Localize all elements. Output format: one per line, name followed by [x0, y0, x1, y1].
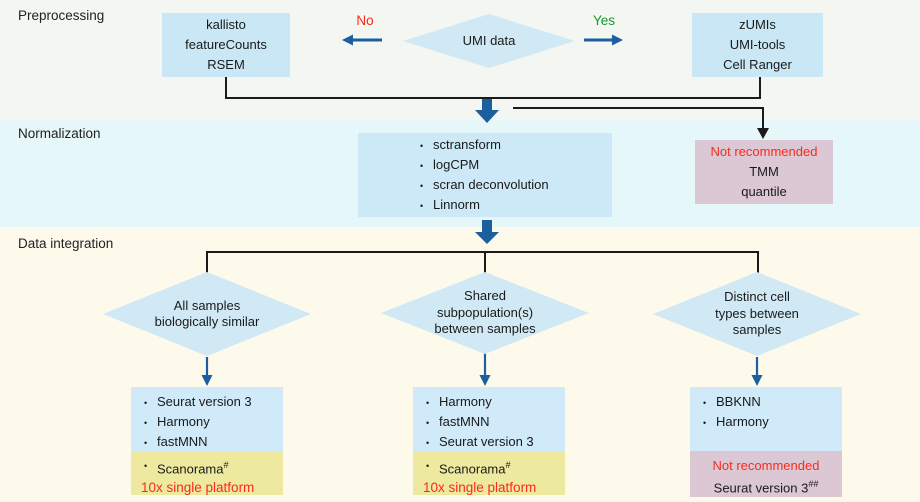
section-label-normalization: Normalization [18, 126, 101, 141]
condition-line: types between [715, 305, 799, 321]
non-umi-tools-box: kallisto featureCounts RSEM [162, 13, 290, 77]
tool-list: Scanorama# [144, 455, 281, 479]
platform-note: 10x single platform [423, 480, 537, 496]
list-item: Seurat version 3 [426, 432, 561, 453]
not-recommended-warning: Not recommended [712, 458, 820, 473]
condition-line: Distinct cell [724, 289, 790, 305]
condition-line: between samples [434, 321, 536, 337]
list-item: Linnorm [420, 195, 612, 216]
list-item: Seurat version 3 [144, 392, 279, 413]
branch2-recommended-tools: Harmony fastMNN Seurat version 3 [413, 387, 565, 453]
branch2-conditional-tools: Scanorama# 10x single platform [413, 451, 565, 495]
tool-name: Cell Ranger [723, 57, 792, 72]
list-item: fastMNN [144, 432, 279, 453]
platform-note: 10x single platform [141, 480, 255, 496]
footnote-marker: # [223, 460, 229, 470]
section-label-preprocessing: Preprocessing [18, 8, 105, 23]
branch1-result-box: Seurat version 3 Harmony fastMNN Scanora… [131, 387, 283, 495]
branch3-result-box: BBKNN Harmony Not recommended Seurat ver… [690, 387, 842, 497]
tool-list: Seurat version 3 Harmony fastMNN [144, 392, 279, 453]
tool-list: Harmony fastMNN Seurat version 3 [426, 392, 561, 453]
condition-line: All samples [173, 297, 241, 313]
branch3-recommended-tools: BBKNN Harmony [690, 387, 842, 451]
list-item: Scanorama# [144, 455, 281, 479]
not-recommended-warning: Not recommended [710, 144, 818, 159]
list-item: Harmony [144, 412, 279, 433]
tool-name: Scanorama [157, 461, 224, 477]
branch1-recommended-tools: Seurat version 3 Harmony fastMNN [131, 387, 283, 453]
branch2-result-box: Harmony fastMNN Seurat version 3 Scanora… [413, 387, 565, 495]
list-item: Harmony [703, 412, 838, 433]
normalization-methods-box: sctransform logCPM scran deconvolution L… [358, 133, 612, 217]
footnote-marker: ## [808, 479, 819, 489]
branch1-conditional-tools: Scanorama# 10x single platform [131, 451, 283, 495]
footnote-marker: # [505, 460, 511, 470]
normalization-not-recommended-box: Not recommended TMM quantile [695, 140, 833, 204]
decision-question: UMI data [462, 32, 516, 48]
list-item: Harmony [426, 392, 561, 413]
tool-name: zUMIs [739, 17, 776, 32]
tool-name: Seurat version 3## [690, 475, 842, 497]
tool-name: Seurat version 3 [713, 480, 809, 496]
list-item: scran deconvolution [420, 175, 612, 196]
list-item: sctransform [420, 135, 612, 156]
condition-line: biologically similar [154, 314, 260, 329]
condition-line: subpopulation(s) [436, 304, 534, 320]
tool-name: kallisto [206, 17, 246, 32]
yes-branch-label: Yes [592, 13, 616, 28]
method-name: quantile [741, 184, 787, 199]
tool-list: Scanorama# [426, 455, 563, 479]
method-name: TMM [749, 164, 779, 179]
section-label-integration: Data integration [18, 236, 114, 251]
condition-line: Shared [464, 288, 506, 304]
tool-list: BBKNN Harmony [703, 392, 838, 433]
tool-name: RSEM [207, 57, 245, 72]
list-item: Scanorama# [426, 455, 563, 479]
list-item: fastMNN [426, 412, 561, 433]
no-branch-label: No [356, 13, 374, 28]
normalization-methods-list: sctransform logCPM scran deconvolution L… [420, 135, 612, 216]
list-item: logCPM [420, 155, 612, 176]
branch3-not-recommended: Not recommended Seurat version 3## [690, 451, 842, 497]
tool-name: featureCounts [185, 37, 267, 52]
tool-name: Scanorama [439, 461, 506, 477]
list-item: BBKNN [703, 392, 838, 413]
condition-line: samples [732, 322, 782, 338]
tool-name: UMI-tools [729, 37, 786, 52]
umi-tools-box: zUMIs UMI-tools Cell Ranger [692, 13, 823, 77]
